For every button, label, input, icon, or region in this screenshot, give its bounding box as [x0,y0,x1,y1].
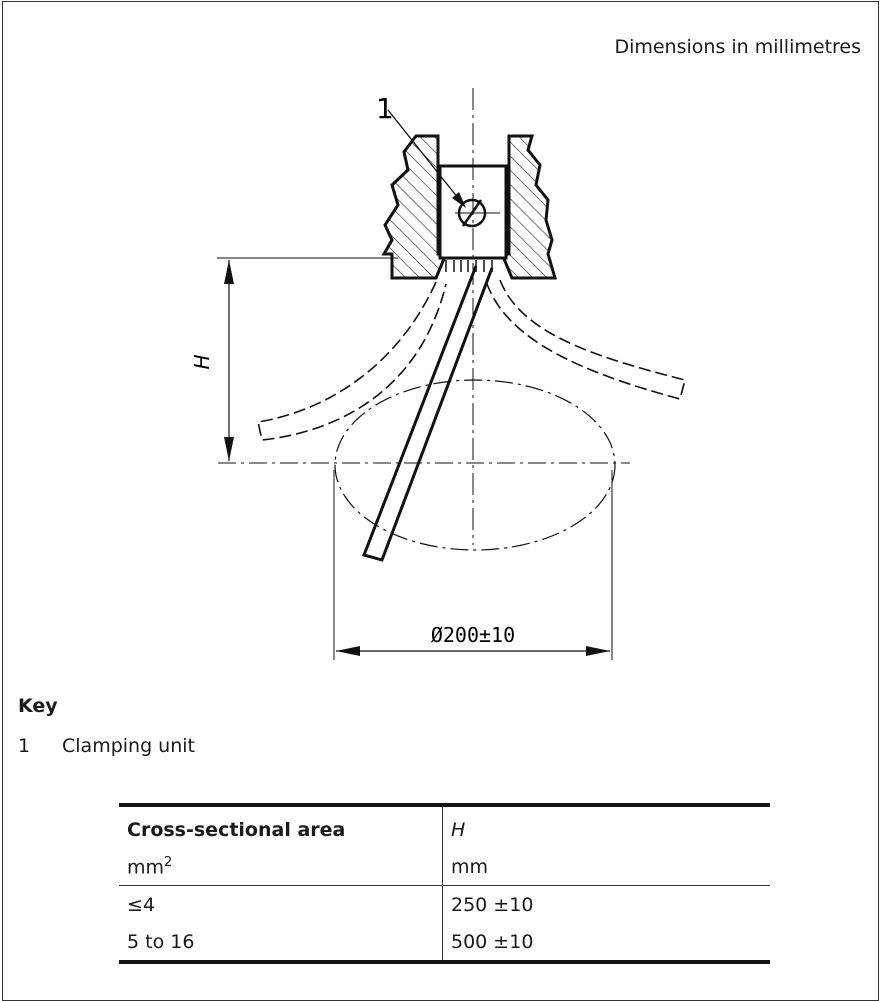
header-h: H [442,803,770,848]
cell-area: 5 to 16 [119,923,443,964]
cell-h: 250 ±10 [451,893,534,916]
conductor [362,265,494,562]
left-clamp-block [381,134,449,280]
clamping-test-diagram: H Ø200±10 1 [190,88,686,660]
unit-h: mm [442,848,770,886]
header-cross-sectional-area: Cross-sectional area [119,803,443,848]
dimensions-note: Dimensions in millimetres [614,36,861,58]
key-item: 1 Clamping unit [18,735,195,757]
conductor-left-position [257,281,447,441]
trajectory-ellipse [334,379,616,551]
h-dimension-label: H [190,354,214,369]
item-1-label: 1 [376,92,394,125]
table-row: 5 to 16 500 ±10 [119,923,770,964]
key-item-text: Clamping unit [62,735,195,757]
table-units-row: mm2 mm [119,848,770,886]
dimensions-table: Cross-sectional area H mm2 mm ≤4 250 ±10… [119,803,770,964]
conductor-right-position [486,279,686,400]
right-clamp-block [499,134,557,280]
key-title: Key [18,695,58,717]
item-1-leader [387,109,463,204]
cell-area: ≤4 [119,885,443,923]
key-item-number: 1 [18,735,31,757]
table-header-row: Cross-sectional area H [119,803,770,848]
cell-h: 500 ±10 [442,923,770,964]
table-row: ≤4 250 ±10 [119,885,770,923]
diameter-label: Ø200±10 [431,623,515,647]
conductor-strands [445,260,493,272]
unit-area: mm2 [119,848,443,886]
